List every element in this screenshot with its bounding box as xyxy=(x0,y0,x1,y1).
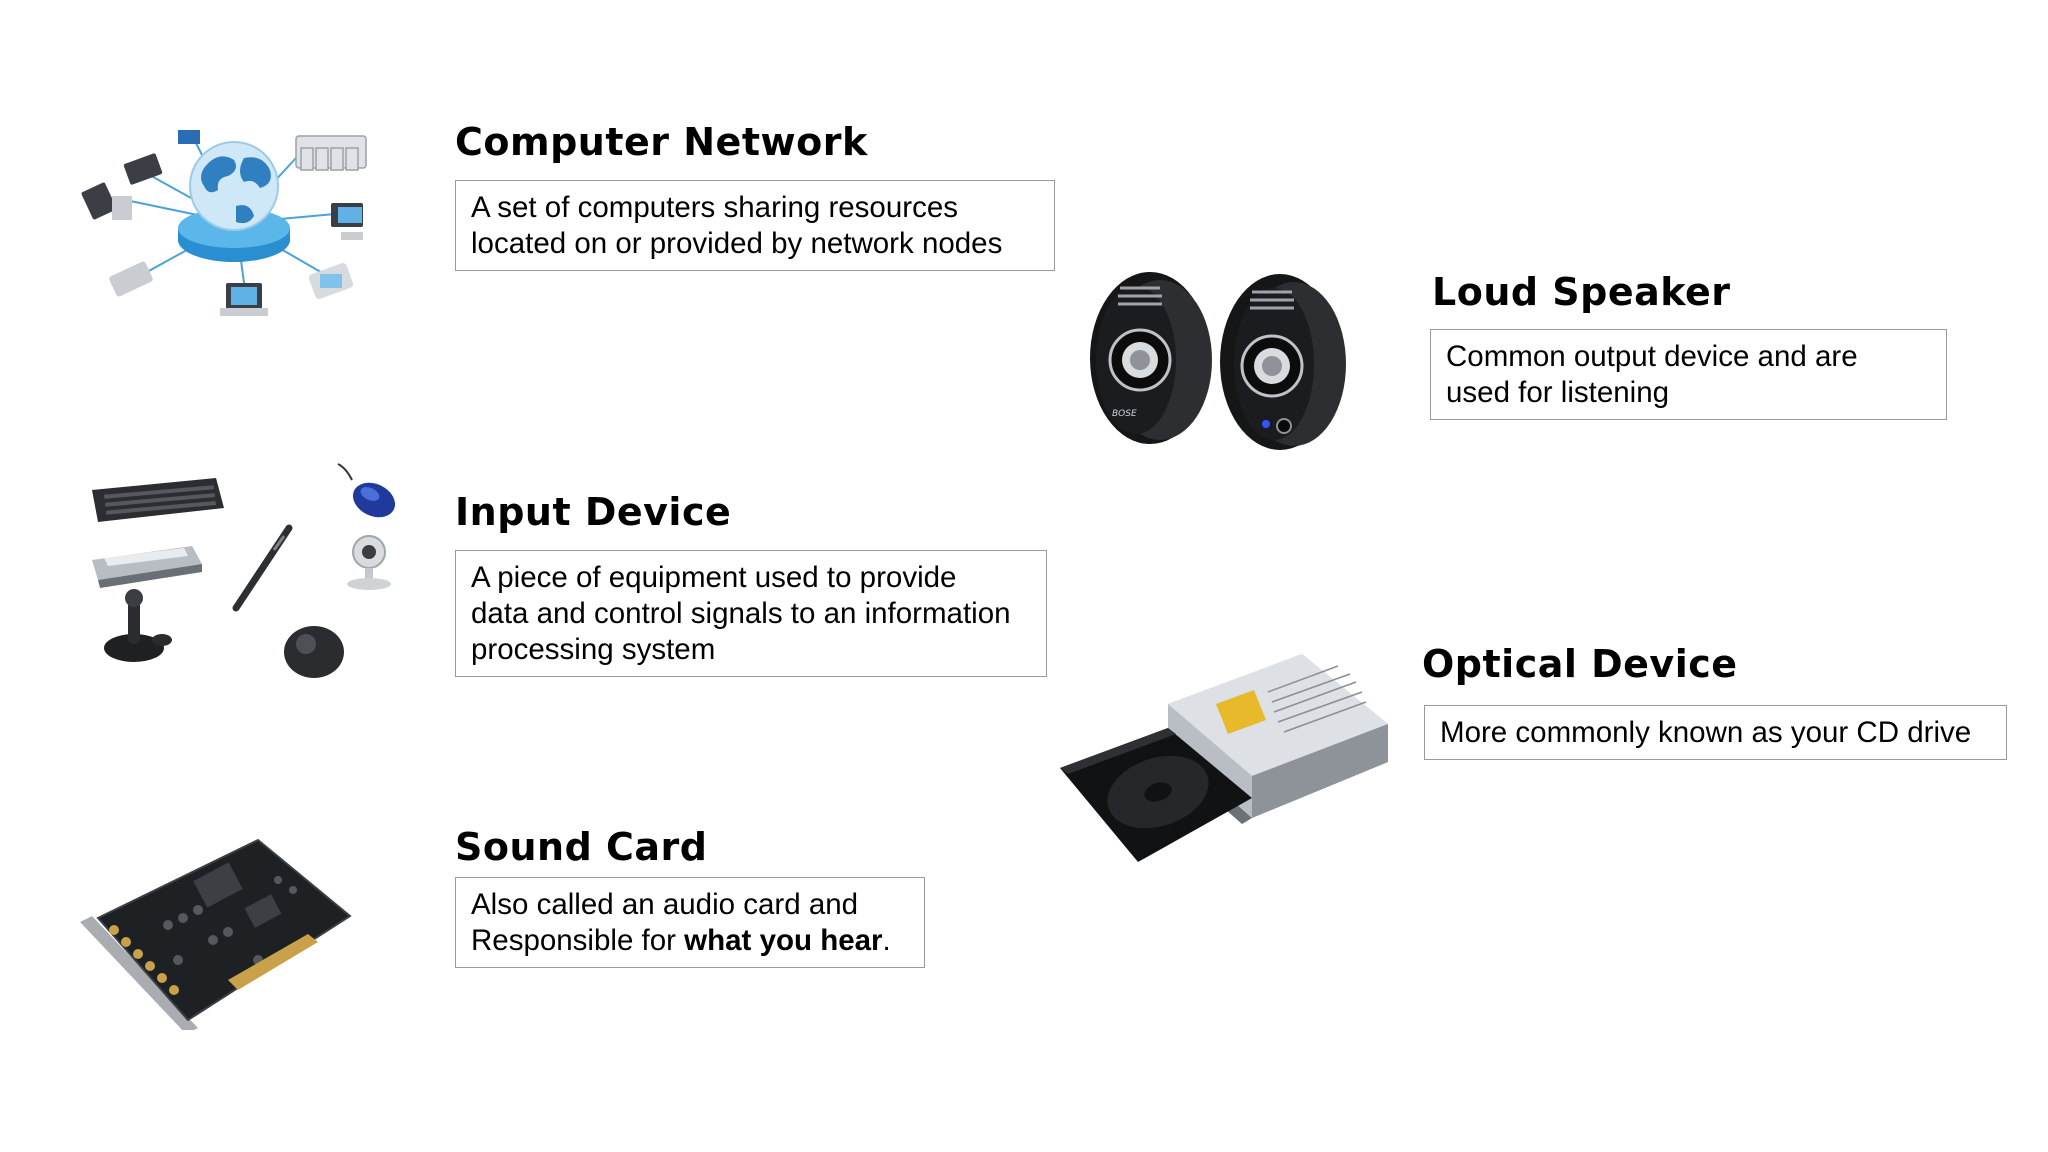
description-line: data and control signals to an informati… xyxy=(471,597,1011,630)
mouse-icon xyxy=(337,463,396,518)
description-text: . xyxy=(882,924,891,957)
speakers-icon: BOSE xyxy=(1090,272,1346,450)
description-line: A piece of equipment used to provide xyxy=(471,561,957,594)
loud-speaker-title: Loud Speaker xyxy=(1432,270,1731,314)
trackball-mouse-icon xyxy=(284,626,344,678)
scanner-icon xyxy=(92,546,202,588)
network-globe-icon xyxy=(81,130,367,316)
description-line: More commonly known as your CD drive xyxy=(1440,716,1972,749)
sound-card-icon xyxy=(80,838,352,1030)
stylus-icon xyxy=(232,524,293,612)
description-line: Also called an audio card and xyxy=(471,888,859,921)
left-speaker: BOSE xyxy=(1090,272,1212,444)
input-device-title: Input Device xyxy=(455,490,732,534)
description-line: Common output device and are xyxy=(1446,340,1858,373)
input-devices-icon xyxy=(92,463,396,678)
description-line: located on or provided by network nodes xyxy=(471,227,1003,260)
optical-device-title: Optical Device xyxy=(1422,642,1738,686)
keyboard-icon xyxy=(92,478,224,522)
input-device-description: A piece of equipment used to provide dat… xyxy=(455,550,1047,677)
right-speaker xyxy=(1220,274,1346,450)
description-line: used for listening xyxy=(1446,376,1670,409)
optical-device-description: More commonly known as your CD drive xyxy=(1424,705,2007,760)
computer-network-description: A set of computers sharing resources loc… xyxy=(455,180,1055,271)
sound-card-title: Sound Card xyxy=(455,825,708,869)
description-line: A set of computers sharing resources xyxy=(471,191,958,224)
joystick-icon xyxy=(104,589,172,662)
sound-card-description: Also called an audio card and Responsibl… xyxy=(455,877,925,968)
cd-drive-icon xyxy=(1060,654,1388,862)
description-line: Responsible for what you hear. xyxy=(471,923,909,959)
description-text: Responsible for xyxy=(471,924,685,957)
webcam-icon xyxy=(347,535,391,590)
loud-speaker-description: Common output device and are used for li… xyxy=(1430,329,1947,420)
speaker-brand-label: BOSE xyxy=(1112,409,1137,419)
description-emphasis: what you hear xyxy=(684,924,883,957)
computer-network-title: Computer Network xyxy=(455,120,868,164)
description-line: processing system xyxy=(471,633,716,666)
